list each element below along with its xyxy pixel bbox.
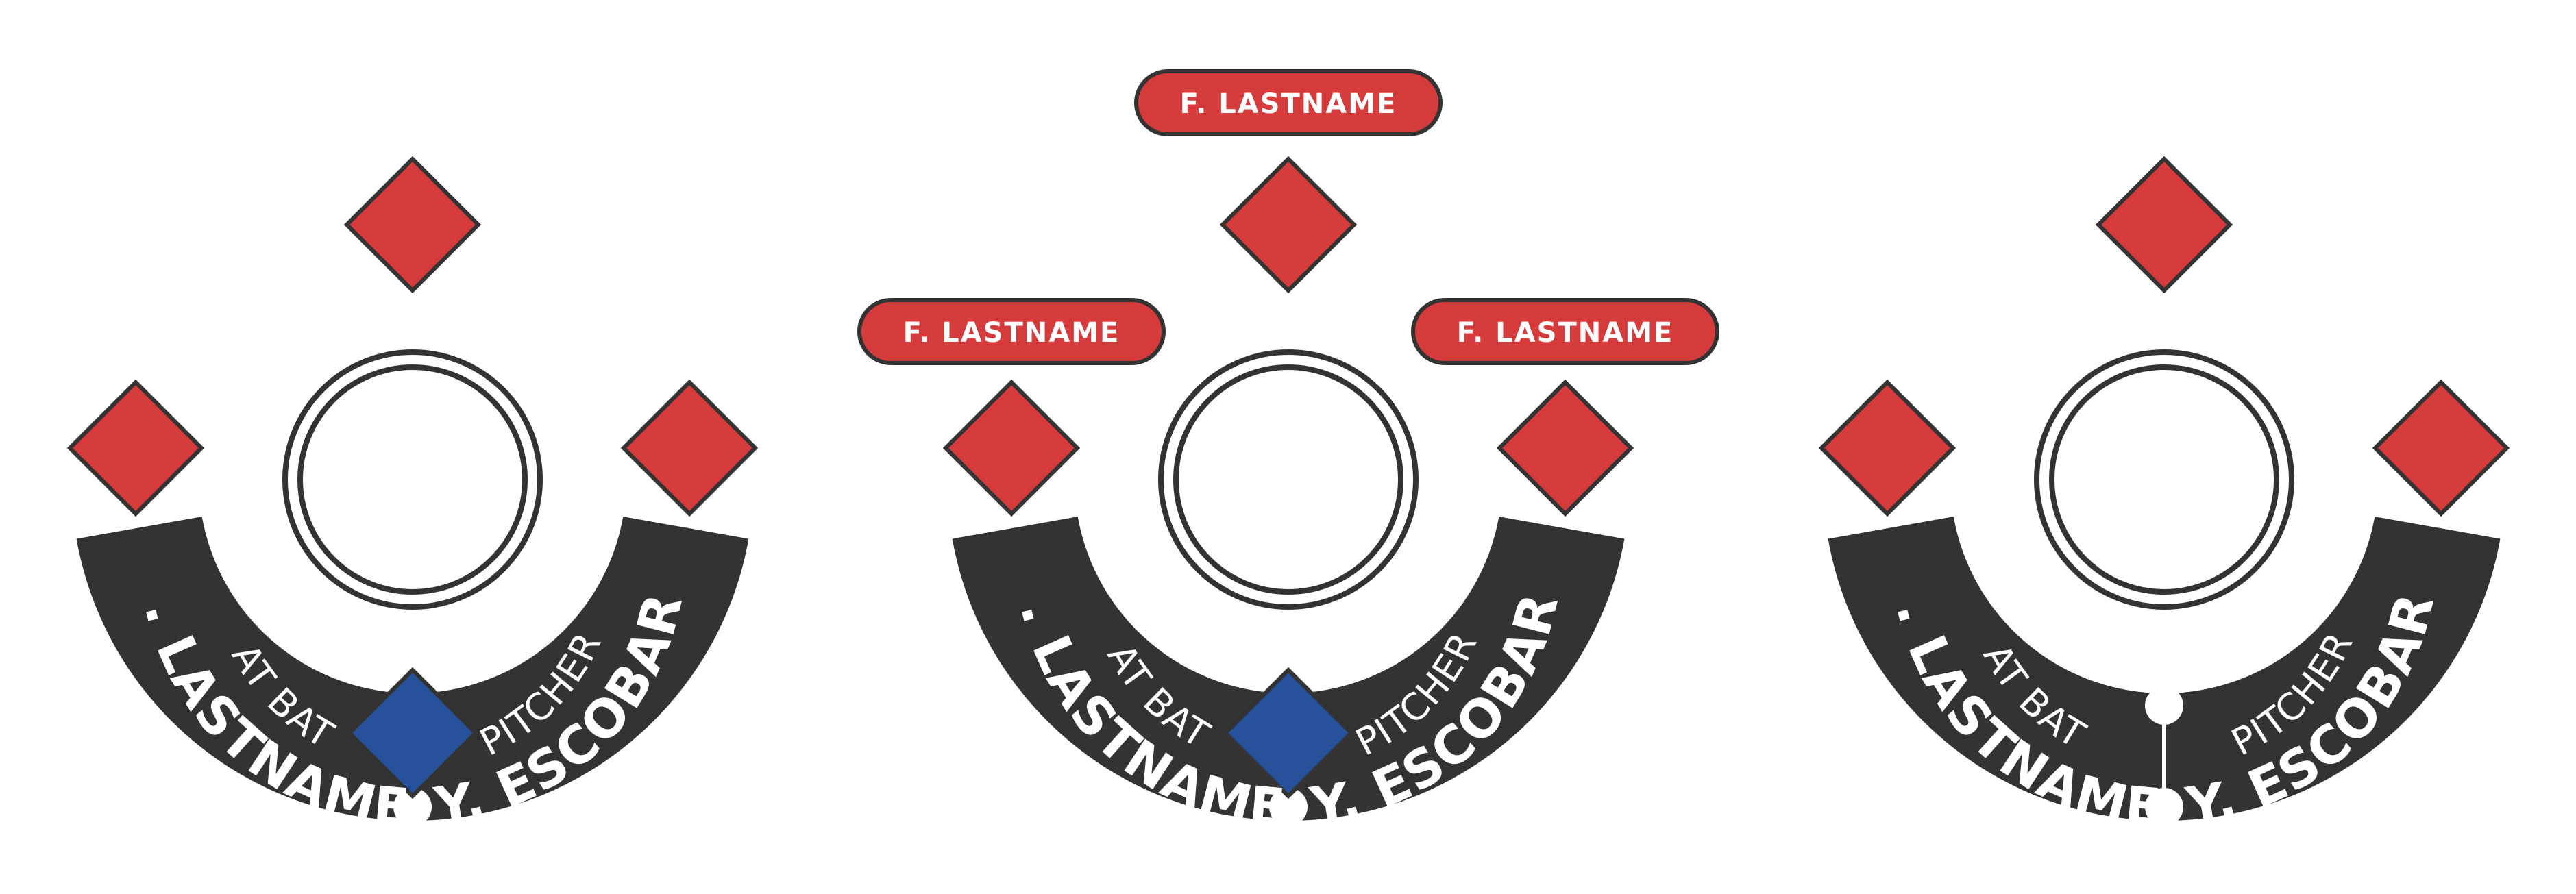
- second-base-diamond: [343, 156, 482, 294]
- second-base-diamond: [1219, 156, 1358, 294]
- arc-notch: [1828, 475, 1861, 508]
- third-base-runner-pill: [857, 298, 1166, 365]
- arc-notch: [2467, 475, 2500, 508]
- third-base-runner-text: F. LASTNAME: [903, 317, 1120, 349]
- ball-inner-ring: [2049, 364, 2279, 595]
- first-base-diamond: [620, 379, 759, 517]
- arc-notch: [953, 475, 985, 508]
- arc-band: [76, 517, 749, 821]
- home-plate-diamond: [1222, 667, 1355, 799]
- home-plate-diamond: [346, 667, 479, 799]
- first-base-runner-text: F. LASTNAME: [1457, 317, 1674, 349]
- arc-notch: [1269, 788, 1308, 826]
- ball-inner-ring: [297, 364, 528, 595]
- arc-notch: [1591, 475, 1624, 508]
- arc-notch: [77, 475, 110, 508]
- second-base-runner-text: F. LASTNAME: [1180, 88, 1397, 120]
- arc-band: [952, 517, 1625, 821]
- third-base-diamond: [1818, 379, 1956, 517]
- third-base-diamond: [66, 379, 205, 517]
- first-base-runner: F. LASTNAME: [1411, 298, 1719, 365]
- first-base-diamond: [2372, 379, 2510, 517]
- third-base-runner: F. LASTNAME: [857, 298, 1166, 365]
- second-base-runner: F. LASTNAME: [1134, 69, 1443, 136]
- first-base-diamond: [1496, 379, 1634, 517]
- third-base-diamond: [942, 379, 1081, 517]
- arc-notch: [393, 788, 432, 826]
- arc-divider: [2162, 706, 2166, 808]
- ball-inner-ring: [1173, 364, 1403, 595]
- arc-notch: [715, 475, 748, 508]
- first-base-runner-pill: [1411, 298, 1719, 365]
- second-base-runner-pill: [1134, 69, 1443, 136]
- arc-band: [1828, 517, 2501, 821]
- second-base-diamond: [2095, 156, 2233, 294]
